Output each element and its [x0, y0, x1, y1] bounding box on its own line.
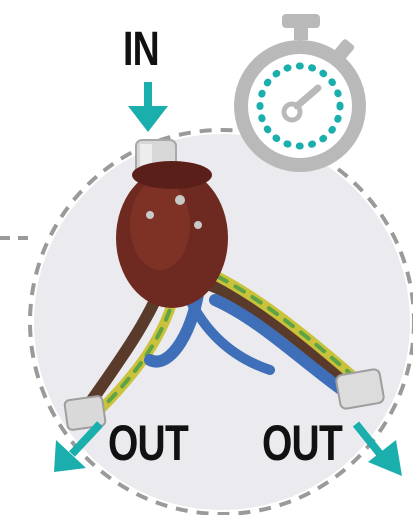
stopwatch-icon [234, 14, 366, 172]
in-label: IN [123, 26, 159, 74]
arrow-down-icon [128, 82, 168, 132]
out-label-right: OUT [262, 418, 342, 468]
arrow-down-right-icon [356, 424, 402, 476]
background-circle [34, 134, 410, 510]
out-label-left: OUT [108, 418, 188, 468]
